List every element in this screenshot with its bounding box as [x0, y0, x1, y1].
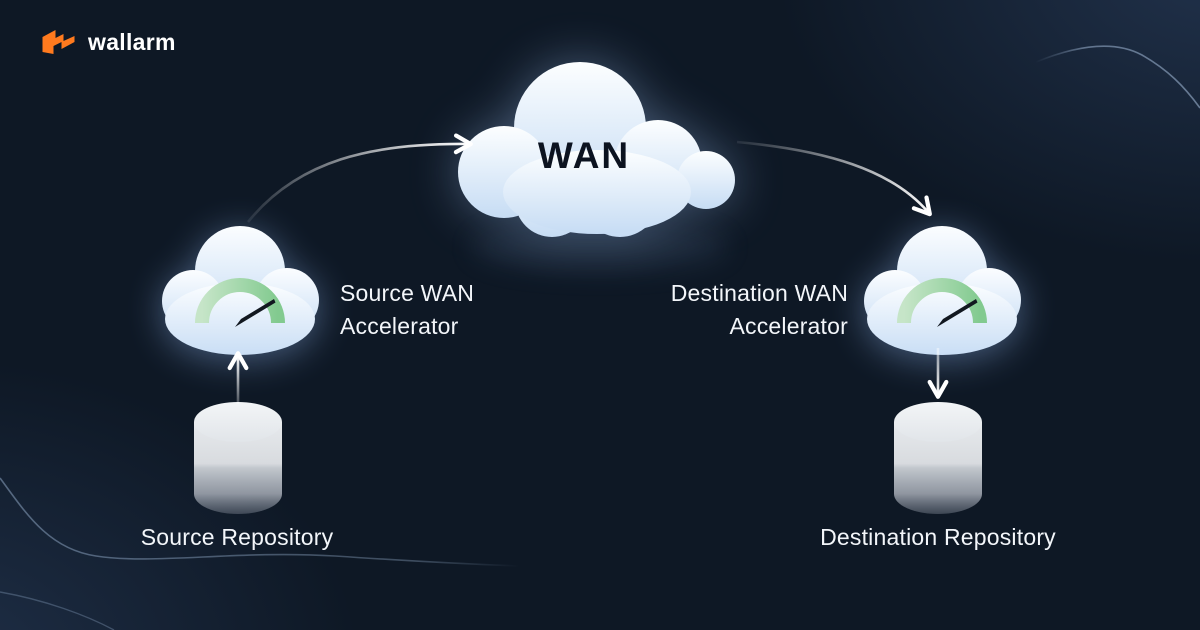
speedometer-needle-icon [937, 299, 978, 327]
speedometer-gauge-icon [897, 278, 987, 324]
arrow-source-accelerator-to-wan [246, 133, 473, 223]
speedometer-needle-icon [235, 299, 276, 327]
label-line: Accelerator [340, 313, 459, 339]
destination-accelerator-label: Destination WAN Accelerator [598, 277, 848, 343]
label-line: Source WAN [340, 280, 475, 306]
wave-line [0, 591, 115, 630]
wallarm-logo: wallarm [40, 26, 176, 58]
source-repository-node [194, 402, 282, 514]
cloud-shape [458, 62, 735, 237]
destination-accelerator-cloud [864, 226, 1021, 355]
label-line: Accelerator [729, 313, 848, 339]
wan-label: WAN [538, 135, 630, 176]
database-top [194, 402, 282, 442]
destination-repository-node [894, 402, 982, 514]
arrow-wan-to-destination-accelerator [736, 140, 932, 217]
database-icon [194, 422, 282, 514]
database-top [894, 402, 982, 442]
source-accelerator-cloud [162, 226, 319, 355]
destination-repository-label: Destination Repository [820, 524, 1056, 550]
wallarm-logo-icon [42, 30, 75, 54]
wave-line [1035, 45, 1200, 109]
source-accelerator-label: Source WAN Accelerator [340, 277, 590, 343]
speedometer-gauge-icon [195, 278, 285, 324]
wallarm-logo-text: wallarm [88, 28, 176, 55]
source-repository-label: Source Repository [140, 524, 334, 550]
database-icon [894, 422, 982, 514]
wan-cloud: WAN [458, 62, 735, 237]
label-line: Destination WAN [670, 280, 848, 306]
